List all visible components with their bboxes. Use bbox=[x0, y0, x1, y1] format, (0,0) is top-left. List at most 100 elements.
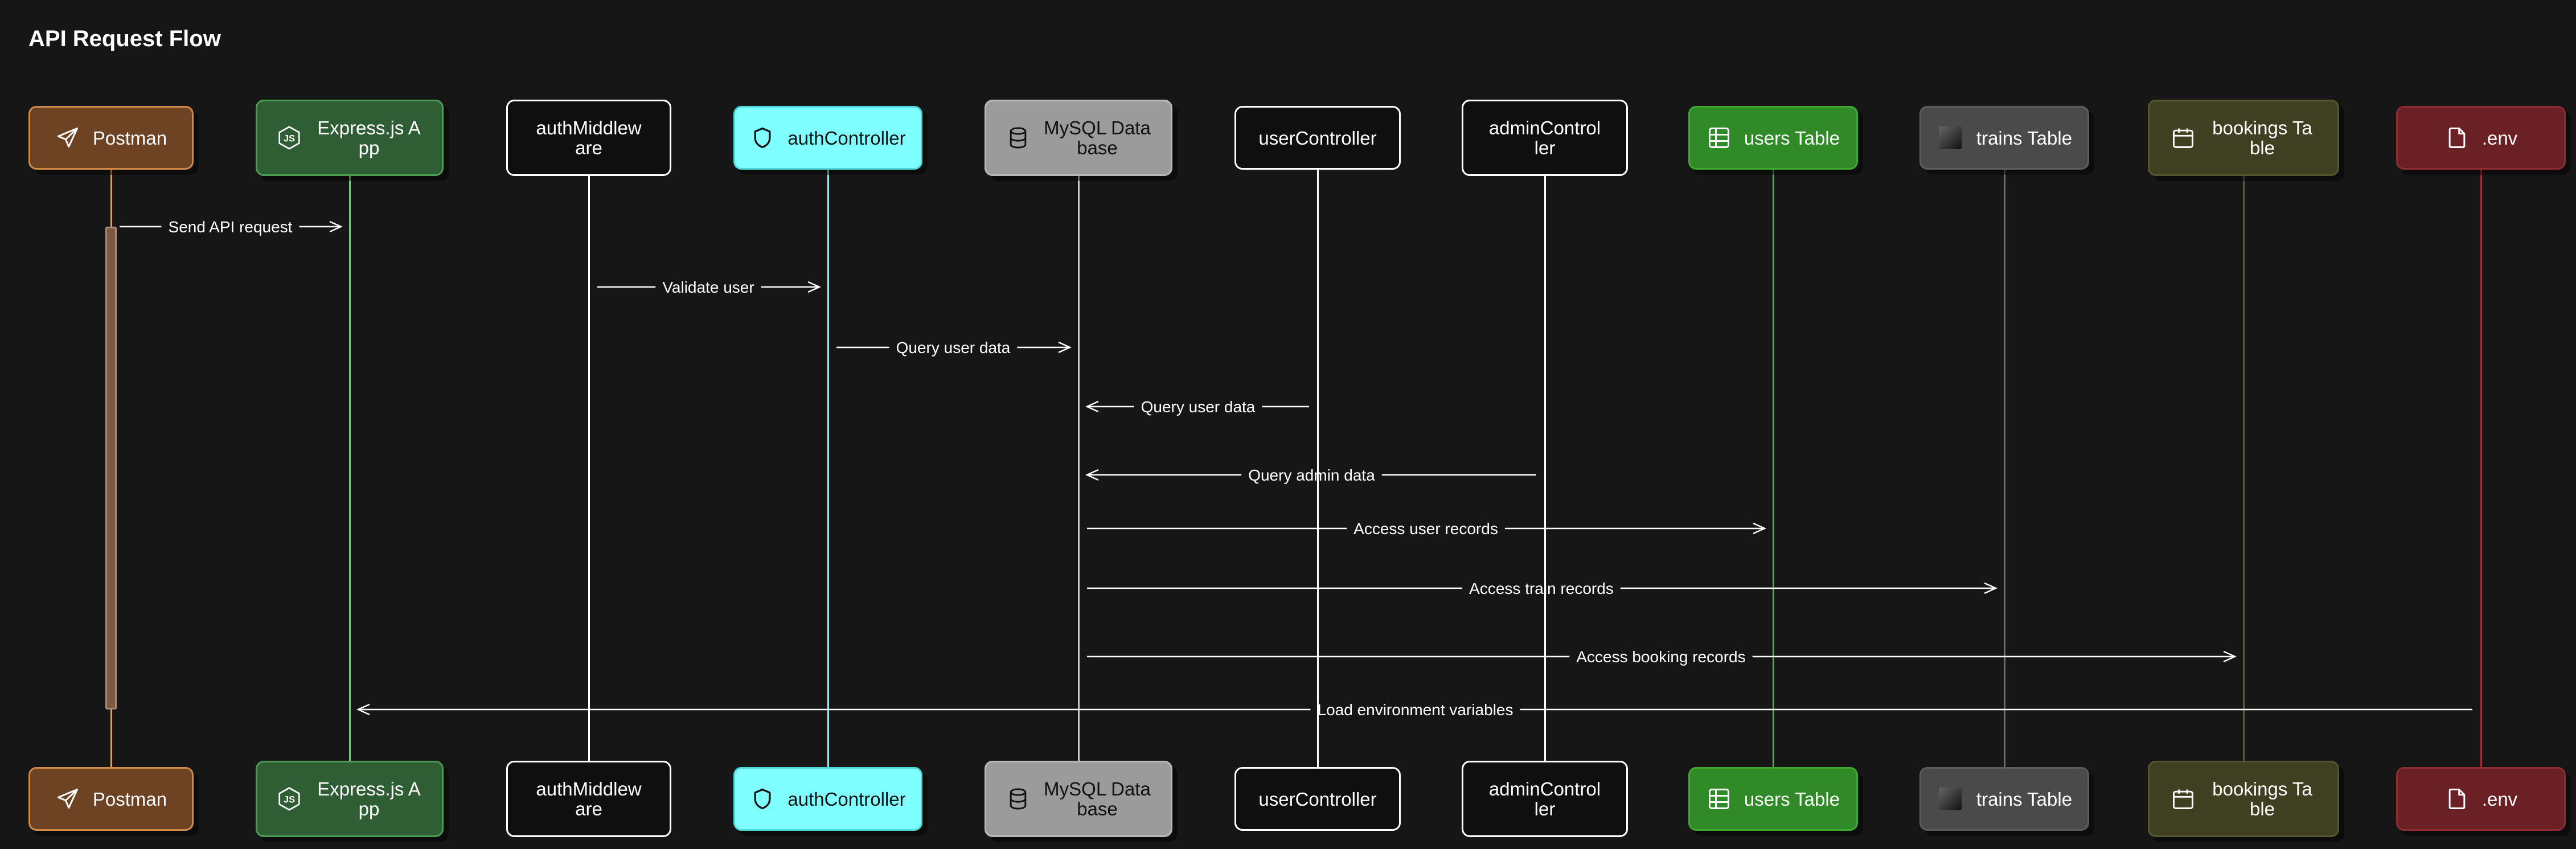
participant-trainsTable-top: trains Table bbox=[1919, 106, 2089, 170]
participant-postman-top: Postman bbox=[28, 106, 194, 170]
participant-label: authController bbox=[787, 127, 906, 149]
participant-label: bookings Table bbox=[2212, 117, 2312, 158]
participant-userController-top: userController bbox=[1234, 106, 1401, 170]
message-label: Query admin data bbox=[1248, 466, 1375, 484]
participant-label: userController bbox=[1258, 127, 1377, 149]
calendar-icon bbox=[2171, 125, 2196, 150]
participant-label: trains Table bbox=[1976, 788, 2073, 810]
lifeline-trainsTable bbox=[2004, 167, 2005, 769]
participant-label: adminController bbox=[1488, 778, 1601, 819]
message-5: Query admin data bbox=[1085, 466, 1536, 484]
message-label: Access booking records bbox=[1576, 648, 1745, 666]
message-7: Access train records bbox=[1087, 580, 1998, 597]
participant-express-bottom: JS Express.js App bbox=[256, 761, 444, 837]
lifeline-authMiddleware bbox=[588, 174, 590, 763]
participant-mysql-bottom: MySQL Database bbox=[985, 761, 1172, 837]
message-label: Query user data bbox=[896, 339, 1011, 356]
arrowhead bbox=[356, 703, 370, 716]
arrowhead bbox=[2223, 650, 2237, 663]
lifeline-express bbox=[349, 174, 351, 763]
participant-postman-bottom: Postman bbox=[28, 767, 194, 831]
calendar-icon bbox=[2171, 786, 2196, 811]
message-9: Load environment variables bbox=[356, 701, 2472, 719]
lifeline-env bbox=[2480, 167, 2482, 769]
participant-label: .env bbox=[2481, 127, 2518, 149]
participant-label: adminController bbox=[1488, 117, 1601, 158]
message-6: Access user records bbox=[1087, 520, 1767, 538]
svg-text:JS: JS bbox=[284, 794, 295, 805]
participant-trainsTable-bottom: trains Table bbox=[1919, 767, 2089, 831]
arrowhead bbox=[329, 220, 343, 233]
participant-authController-bottom: authController bbox=[733, 767, 922, 831]
participant-authMiddleware-top: authMiddleware bbox=[506, 100, 671, 176]
arrowhead bbox=[1753, 522, 1767, 535]
arrowhead bbox=[807, 281, 822, 293]
participant-label: users Table bbox=[1744, 127, 1840, 149]
lifeline-bookingsTable bbox=[2243, 174, 2245, 763]
participant-label: Express.js App bbox=[317, 778, 421, 819]
participant-express-top: JS Express.js App bbox=[256, 100, 444, 176]
message-label: Access user records bbox=[1353, 520, 1498, 538]
message-4: Query user data bbox=[1085, 398, 1309, 416]
svg-text:JS: JS bbox=[284, 133, 295, 143]
message-3: Query user data bbox=[836, 339, 1072, 356]
lifeline-authController bbox=[827, 167, 829, 769]
participant-usersTable-top: users Table bbox=[1688, 106, 1858, 170]
message-1: Send API request bbox=[120, 218, 343, 236]
square-icon bbox=[1937, 124, 1964, 151]
participant-env-bottom: .env bbox=[2396, 767, 2566, 831]
file-icon bbox=[2444, 125, 2470, 150]
participant-label: Express.js App bbox=[317, 117, 421, 158]
participant-env-top: .env bbox=[2396, 106, 2566, 170]
arrowhead bbox=[1085, 400, 1099, 413]
database-icon bbox=[1006, 125, 1031, 150]
postman-activation-bar bbox=[105, 227, 117, 709]
database-icon bbox=[1006, 786, 1031, 811]
participant-bookingsTable-bottom: bookings Table bbox=[2148, 761, 2339, 837]
participant-userController-bottom: userController bbox=[1234, 767, 1401, 831]
message-label: Send API request bbox=[169, 218, 293, 236]
shield-icon bbox=[750, 125, 775, 150]
participant-label: MySQL Database bbox=[1044, 117, 1151, 158]
file-icon bbox=[2444, 786, 2470, 811]
participant-label: users Table bbox=[1744, 788, 1840, 810]
message-label: Validate user bbox=[662, 278, 754, 296]
lifeline-usersTable bbox=[1773, 167, 1774, 769]
square-icon bbox=[1937, 785, 1964, 813]
shield-icon bbox=[750, 786, 775, 811]
participant-mysql-top: MySQL Database bbox=[985, 100, 1172, 176]
message-2: Validate user bbox=[597, 278, 822, 296]
participant-authController-top: authController bbox=[733, 106, 922, 170]
nodejs-icon: JS bbox=[276, 125, 302, 151]
participant-label: userController bbox=[1258, 788, 1377, 810]
message-label: Load environment variables bbox=[1318, 701, 1513, 719]
lifeline-userController bbox=[1317, 167, 1319, 769]
message-8: Access booking records bbox=[1087, 648, 2237, 666]
lifeline-adminController bbox=[1544, 174, 1546, 763]
nodejs-icon: JS bbox=[276, 786, 302, 812]
send-icon bbox=[55, 125, 80, 150]
arrowhead bbox=[1984, 582, 1998, 594]
participant-adminController-top: adminController bbox=[1462, 100, 1628, 176]
participant-label: Postman bbox=[92, 788, 167, 810]
participant-label: bookings Table bbox=[2212, 778, 2312, 819]
arrowhead bbox=[1085, 469, 1099, 481]
participant-label: .env bbox=[2481, 788, 2518, 810]
participant-adminController-bottom: adminController bbox=[1462, 761, 1628, 837]
participant-label: trains Table bbox=[1976, 127, 2073, 149]
lifeline-mysql bbox=[1078, 174, 1080, 763]
participant-label: authMiddleware bbox=[536, 117, 642, 158]
participant-usersTable-bottom: users Table bbox=[1688, 767, 1858, 831]
participant-label: Postman bbox=[92, 127, 167, 149]
send-icon bbox=[55, 786, 80, 811]
message-label: Query user data bbox=[1141, 398, 1256, 416]
participant-label: authController bbox=[787, 788, 906, 810]
message-label: Access train records bbox=[1469, 580, 1614, 597]
participant-label: authMiddleware bbox=[536, 778, 642, 819]
table-icon bbox=[1707, 125, 1732, 150]
arrowhead bbox=[1058, 341, 1072, 354]
diagram-title: API Request Flow bbox=[28, 26, 221, 51]
participant-label: MySQL Database bbox=[1044, 778, 1151, 819]
participant-bookingsTable-top: bookings Table bbox=[2148, 100, 2339, 176]
